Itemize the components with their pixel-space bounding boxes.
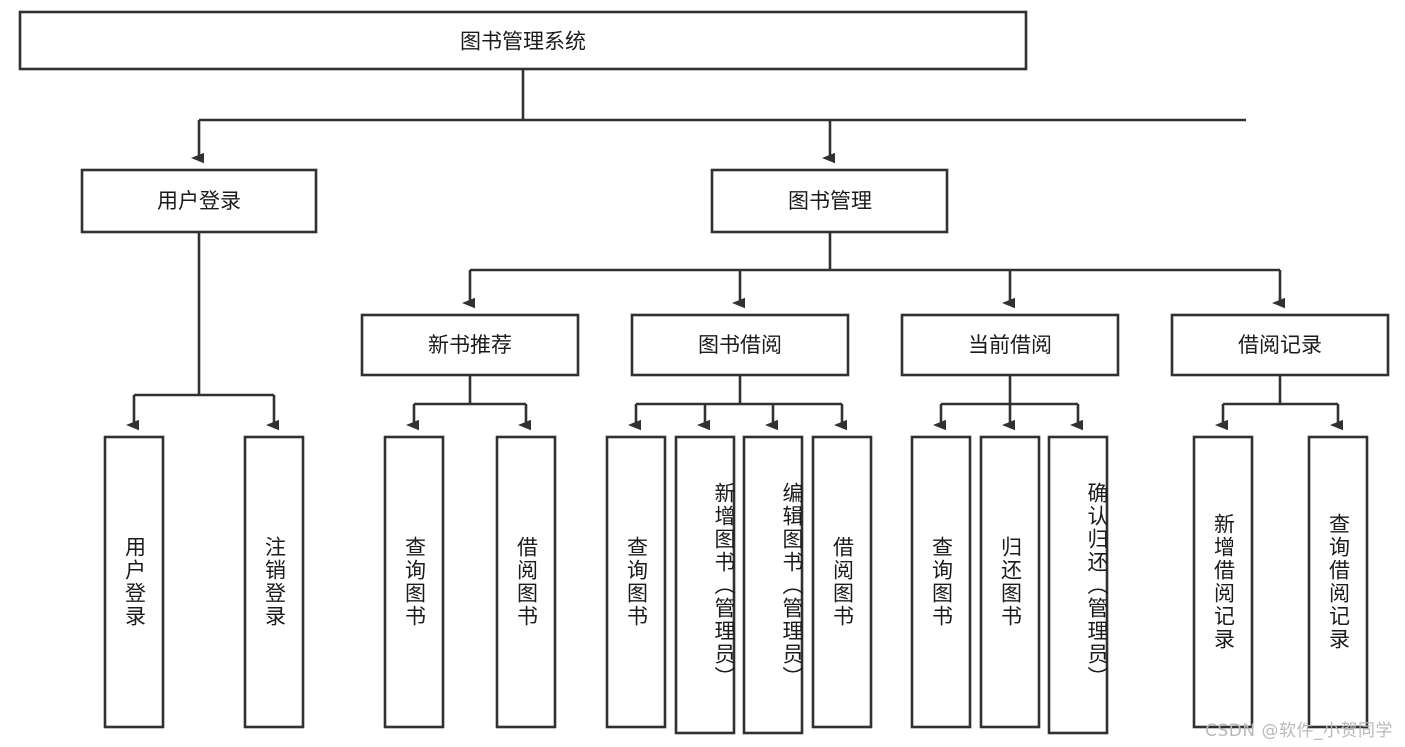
leaf-label-query-record: 查询借阅记录 <box>1326 513 1351 651</box>
leaf-label-add-record: 新增借阅记录 <box>1211 513 1236 651</box>
node-current-borrow-label: 当前借阅 <box>968 333 1052 357</box>
leaf-label-query-book-3: 查询图书 <box>929 536 954 628</box>
node-leaf-query-book-1-box[interactable] <box>383 435 445 729</box>
leaf-label-confirm-return: 确认归还（管理员） <box>1085 481 1109 689</box>
connector-bookborrow-to-leaves <box>628 375 847 431</box>
connector-borrowrecord-to-leaves <box>1215 375 1343 431</box>
node-leaf-return-book-box[interactable] <box>979 435 1041 729</box>
node-leaf-logout-box[interactable] <box>243 435 305 729</box>
node-leaf-borrow-book-1-box[interactable] <box>495 435 557 729</box>
leaf-label-borrow-book-1: 借阅图书 <box>514 536 539 628</box>
leaf-label-query-book-2: 查询图书 <box>624 536 649 628</box>
node-leaf-borrow-book-2-box[interactable] <box>811 435 873 729</box>
node-new-book-rec-box[interactable] <box>360 313 580 377</box>
node-book-manage-label: 图书管理 <box>788 189 872 213</box>
node-leaf-edit-book-box[interactable] <box>742 435 804 735</box>
connector-currentborrow-to-leaves <box>933 375 1083 431</box>
node-leaf-add-book-box[interactable] <box>674 435 736 735</box>
node-book-manage-box[interactable] <box>710 168 949 234</box>
node-book-borrow-box[interactable] <box>630 313 850 377</box>
node-borrow-record-box[interactable] <box>1170 313 1390 377</box>
node-borrow-record-label: 借阅记录 <box>1238 333 1322 357</box>
leaf-label-return-book: 归还图书 <box>998 536 1023 628</box>
node-leaf-query-record-box[interactable] <box>1307 435 1369 729</box>
leaf-label-user-login: 用户登录 <box>122 536 147 628</box>
watermark-text: CSDN @软件_小贺同学 <box>1205 721 1393 741</box>
node-book-borrow-label: 图书借阅 <box>698 333 782 357</box>
node-user-login-label: 用户登录 <box>157 189 241 213</box>
connector-root-to-level2 <box>191 70 1246 164</box>
node-new-book-rec-label: 新书推荐 <box>428 333 512 357</box>
node-current-borrow-box[interactable] <box>900 313 1120 377</box>
node-leaf-query-book-2-box[interactable] <box>605 435 667 729</box>
leaf-label-add-book: 新增图书（管理员） <box>712 481 736 689</box>
node-root-box[interactable] <box>18 10 1028 71</box>
leaf-label-logout: 注销登录 <box>262 536 287 628</box>
connector-newbook-to-leaves <box>406 375 531 431</box>
node-root-label: 图书管理系统 <box>460 30 586 54</box>
leaf-label-edit-book: 编辑图书（管理员） <box>780 481 804 689</box>
node-leaf-add-record-box[interactable] <box>1192 435 1254 729</box>
connector-bookmanage-to-level3 <box>462 232 1285 309</box>
leaf-label-query-book-1: 查询图书 <box>402 536 427 628</box>
connector-userlogin-to-leaves <box>126 232 279 431</box>
leaf-label-borrow-book-2: 借阅图书 <box>830 536 855 628</box>
node-leaf-user-login-box[interactable] <box>103 435 165 729</box>
node-leaf-confirm-return-box[interactable] <box>1047 435 1109 735</box>
node-user-login-box[interactable] <box>80 168 318 234</box>
node-leaf-query-book-3-box[interactable] <box>910 435 972 729</box>
